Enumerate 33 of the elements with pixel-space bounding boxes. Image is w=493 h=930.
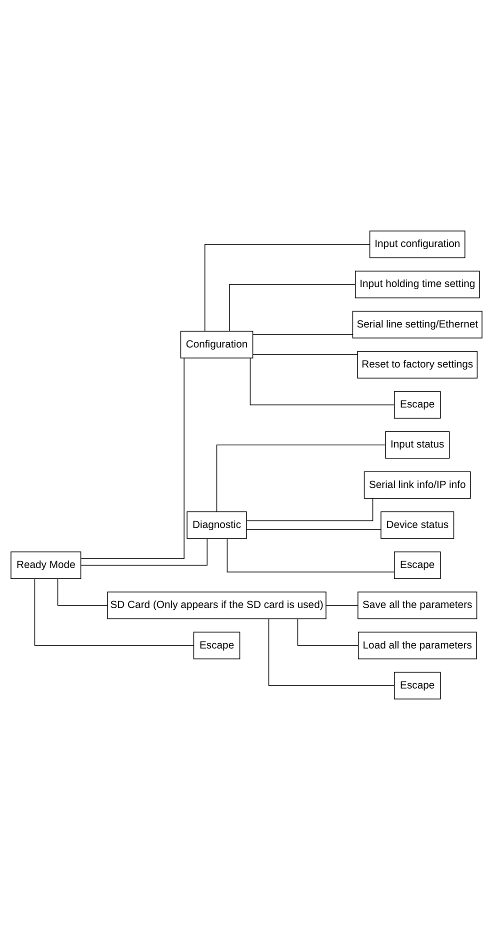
- node-box: Diagnostic: [186, 511, 247, 539]
- connector: [226, 538, 395, 572]
- connector: [252, 354, 358, 356]
- node-box: Escape: [394, 391, 441, 419]
- node-box: SD Card (Only appears if the SD card is used): [107, 592, 326, 620]
- connector: [246, 498, 374, 522]
- node-box: Serial line setting/Ethernet: [352, 310, 482, 338]
- connector: [80, 538, 208, 566]
- node-box: Serial link info/IP info: [364, 471, 471, 499]
- node-box: Ready Mode: [10, 552, 82, 580]
- connector: [80, 358, 184, 559]
- node-box: Load all the parameters: [358, 632, 477, 660]
- connector: [246, 529, 382, 530]
- node-box: Input status: [385, 431, 450, 459]
- connector: [252, 334, 353, 335]
- node-box: Escape: [394, 672, 441, 700]
- node-box: Save all the parameters: [358, 592, 478, 620]
- connector: [216, 444, 386, 512]
- node-box: Escape: [193, 632, 240, 660]
- node-box: Input holding time setting: [354, 270, 480, 298]
- connector: [297, 618, 359, 646]
- connector: [229, 284, 356, 332]
- connector: [57, 578, 108, 606]
- node-box: Escape: [394, 552, 441, 580]
- connector: [204, 244, 370, 332]
- node-box: Device status: [380, 511, 454, 539]
- node-box: Input configuration: [369, 230, 466, 258]
- connector: [326, 605, 358, 606]
- node-box: Reset to factory settings: [357, 350, 478, 378]
- connector: [250, 358, 394, 406]
- connector: [268, 618, 395, 686]
- connector: [34, 578, 194, 646]
- node-box: Configuration: [180, 330, 254, 358]
